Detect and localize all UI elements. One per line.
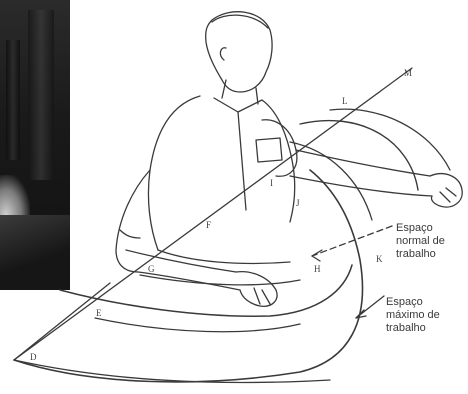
figure-collar <box>214 98 262 112</box>
outer-sweep-arc-3 <box>290 142 372 220</box>
figure-near-hand <box>236 272 277 307</box>
figure-far-forearm-top <box>296 150 430 176</box>
figure-torso-back <box>148 96 200 250</box>
maximum-space-label-line-3: trabalho <box>386 322 440 335</box>
figure-shoulder-sleeve <box>262 120 297 176</box>
maximum-space-arc <box>14 170 363 382</box>
surface-left-edge <box>14 283 110 360</box>
point-letter-j: J <box>296 198 300 208</box>
point-letter-h: H <box>314 264 321 274</box>
figure-near-upper-arm <box>116 170 150 272</box>
normal-space-label-line-1: Espaço <box>396 222 445 235</box>
inner-arc-1 <box>95 318 300 332</box>
point-letter-i: I <box>270 178 273 188</box>
figure-pocket <box>256 138 282 162</box>
figure-ear <box>220 48 226 60</box>
point-letter-f: F <box>206 220 211 230</box>
surface-front-edge <box>14 360 330 383</box>
normal-space-label: Espaço normal de trabalho <box>396 222 445 261</box>
figure-elbow-crease <box>120 230 140 238</box>
point-letter-k: K <box>376 254 383 264</box>
point-letter-l: L <box>342 96 348 106</box>
normal-space-arc <box>60 265 352 316</box>
surface-edge-line <box>14 68 412 360</box>
figure-near-fingers <box>254 288 270 304</box>
figure-far-hand <box>430 174 462 207</box>
point-letter-m: M <box>404 68 412 78</box>
maximum-space-label-line-2: máximo de <box>386 309 440 322</box>
figure-far-fingers <box>440 188 456 202</box>
point-letter-d: D <box>30 352 37 362</box>
normal-space-label-line-3: trabalho <box>396 248 445 261</box>
normal-space-label-line-2: normal de <box>396 235 445 248</box>
point-letter-e: E <box>96 308 102 318</box>
maximum-space-label: Espaço máximo de trabalho <box>386 296 440 335</box>
maximum-space-label-line-1: Espaço <box>386 296 440 309</box>
point-letter-g: G <box>148 264 155 274</box>
normal-space-arrowhead <box>312 250 322 261</box>
